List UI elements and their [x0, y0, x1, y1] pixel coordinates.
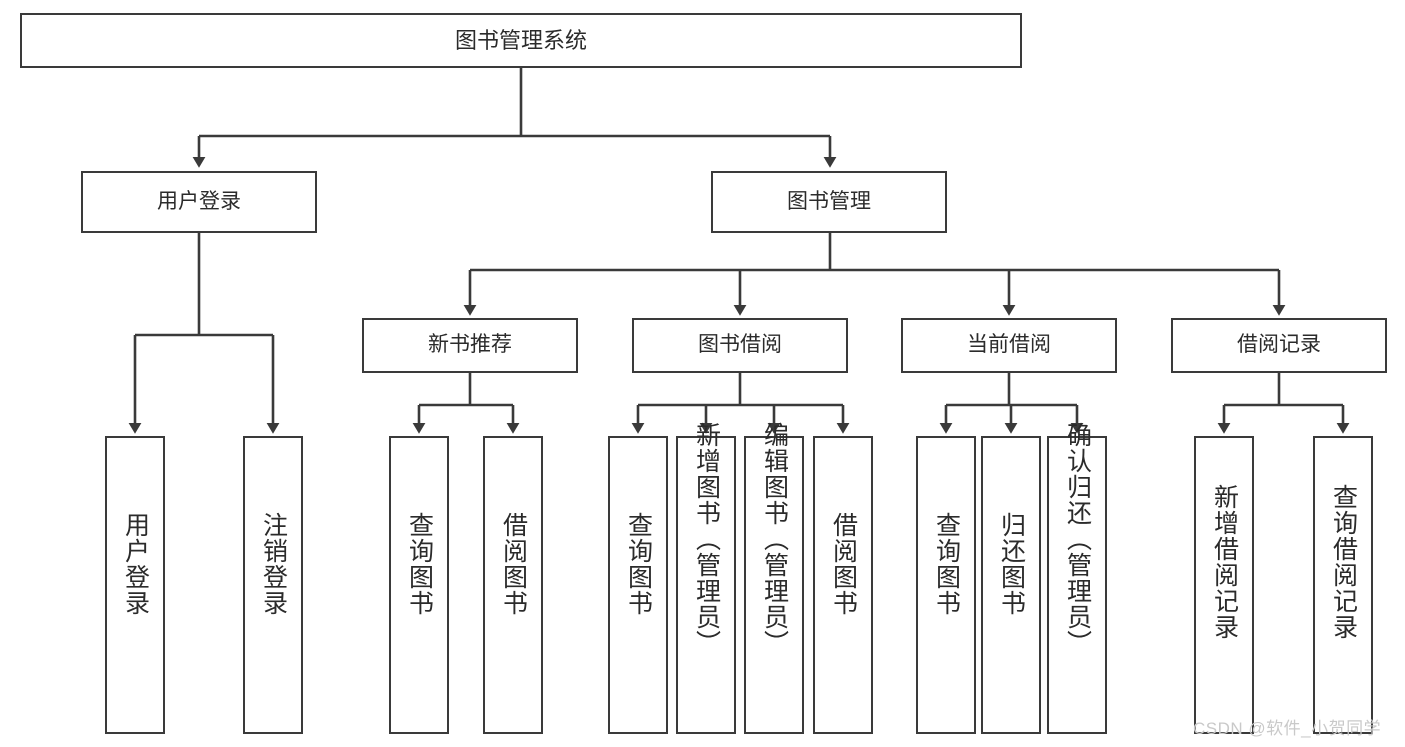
node-label: 当前借阅: [967, 333, 1051, 357]
leaf-newbook-borrow-book[interactable]: 借阅图书: [483, 436, 543, 734]
leaf-current-confirm-return-admin[interactable]: 确认归还（管理员）: [1047, 422, 1107, 734]
node-label: 借阅图书: [829, 512, 858, 616]
node-label: 编辑图书（管理员）: [760, 422, 789, 656]
node-label: 查询图书: [932, 512, 961, 616]
node-label: 归还图书: [997, 512, 1026, 616]
leaf-user-login[interactable]: 用户登录: [105, 436, 165, 734]
node-user-login[interactable]: 用户登录: [81, 171, 317, 233]
leaf-borrow-edit-book-admin[interactable]: 编辑图书（管理员）: [744, 422, 804, 734]
node-label: 新增图书（管理员）: [692, 422, 721, 656]
leaf-newbook-query-book[interactable]: 查询图书: [389, 436, 449, 734]
leaf-borrow-query-book[interactable]: 查询图书: [608, 436, 668, 734]
leaf-record-query-record[interactable]: 查询借阅记录: [1313, 436, 1373, 734]
leaf-record-add-record[interactable]: 新增借阅记录: [1194, 436, 1254, 734]
node-label: 注销登录: [259, 512, 288, 616]
leaf-borrow-add-book-admin[interactable]: 新增图书（管理员）: [676, 422, 736, 734]
node-label: 用户登录: [121, 512, 150, 616]
node-label: 图书管理系统: [454, 27, 587, 53]
node-book-borrow[interactable]: 图书借阅: [632, 318, 848, 373]
node-label: 用户登录: [157, 189, 241, 213]
node-label: 新书推荐: [428, 333, 512, 357]
node-label: 查询图书: [405, 512, 434, 616]
leaf-current-query-book[interactable]: 查询图书: [916, 436, 976, 734]
node-label: 新增借阅记录: [1210, 484, 1239, 640]
leaf-logout[interactable]: 注销登录: [243, 436, 303, 734]
node-label: 查询借阅记录: [1329, 484, 1358, 640]
node-book-management[interactable]: 图书管理: [711, 171, 947, 233]
leaf-current-return-book[interactable]: 归还图书: [981, 436, 1041, 734]
csdn-watermark: CSDN @软件_小贺同学: [1193, 719, 1382, 738]
leaf-borrow-borrow-book[interactable]: 借阅图书: [813, 436, 873, 734]
node-label: 查询图书: [624, 512, 653, 616]
node-borrow-record[interactable]: 借阅记录: [1171, 318, 1387, 373]
node-current-borrow[interactable]: 当前借阅: [901, 318, 1117, 373]
node-new-book-recommend[interactable]: 新书推荐: [362, 318, 578, 373]
node-label: 确认归还（管理员）: [1063, 422, 1092, 656]
node-label: 图书管理: [787, 189, 871, 213]
node-label: 借阅图书: [499, 512, 528, 616]
node-label: 图书借阅: [698, 333, 782, 357]
node-label: 借阅记录: [1237, 333, 1321, 357]
node-root-book-management-system[interactable]: 图书管理系统: [20, 13, 1022, 68]
